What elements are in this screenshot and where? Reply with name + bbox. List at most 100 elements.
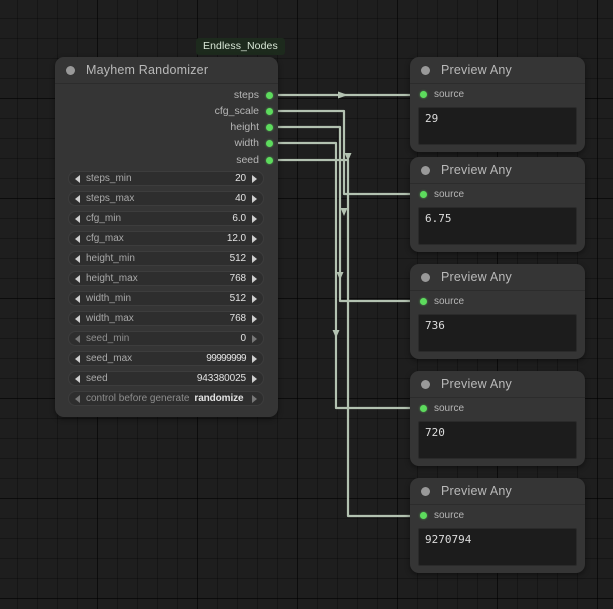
circle-icon[interactable] xyxy=(421,272,430,282)
widget-seed-min[interactable]: seed_min 0 xyxy=(68,331,264,346)
circle-icon[interactable] xyxy=(421,486,430,496)
chevron-right-icon[interactable] xyxy=(252,234,257,243)
widget-value[interactable]: 40 xyxy=(235,193,246,204)
slot-dot-icon[interactable] xyxy=(266,123,273,131)
chevron-left-icon[interactable] xyxy=(75,174,80,183)
node-title: Preview Any xyxy=(441,484,512,498)
node-preview-any-5[interactable]: Preview Any source 9270794 xyxy=(410,478,585,573)
chevron-right-icon[interactable] xyxy=(252,254,257,263)
widget-value[interactable]: 943380025 xyxy=(196,373,246,384)
widget-value[interactable]: 512 xyxy=(229,253,246,264)
slot-dot-icon[interactable] xyxy=(266,156,273,164)
node-preview-any-3[interactable]: Preview Any source 736 xyxy=(410,264,585,359)
preview-text-box[interactable]: 6.75 xyxy=(418,207,577,245)
node-header-preview-any-5[interactable]: Preview Any xyxy=(410,478,585,505)
chevron-right-icon[interactable] xyxy=(252,294,257,303)
widget-cfg-max[interactable]: cfg_max 12.0 xyxy=(68,231,264,246)
node-preview-any-4[interactable]: Preview Any source 720 xyxy=(410,371,585,466)
output-slot-label: cfg_scale xyxy=(214,105,259,117)
widget-label: width_max xyxy=(86,313,134,324)
input-slot-source[interactable]: source xyxy=(420,188,464,200)
output-slot-label: steps xyxy=(233,89,259,101)
chevron-left-icon[interactable] xyxy=(75,214,80,223)
circle-icon[interactable] xyxy=(421,379,430,389)
node-header-preview-any-3[interactable]: Preview Any xyxy=(410,264,585,291)
chevron-left-icon[interactable] xyxy=(75,374,80,383)
node-header-preview-any-4[interactable]: Preview Any xyxy=(410,371,585,398)
slot-dot-icon[interactable] xyxy=(266,107,273,115)
node-header-mayhem-randomizer[interactable]: Mayhem Randomizer xyxy=(55,57,278,84)
widget-value[interactable]: 768 xyxy=(229,313,246,324)
widget-steps-min[interactable]: steps_min 20 xyxy=(68,171,264,186)
slot-dot-icon[interactable] xyxy=(420,297,427,305)
widget-value[interactable]: 20 xyxy=(235,173,246,184)
output-slot-height[interactable]: height xyxy=(55,120,278,134)
widget-height-max[interactable]: height_max 768 xyxy=(68,271,264,286)
chevron-left-icon[interactable] xyxy=(75,194,80,203)
chevron-right-icon[interactable] xyxy=(252,334,257,343)
input-slot-label: source xyxy=(434,188,465,200)
slot-dot-icon[interactable] xyxy=(420,190,427,198)
chevron-left-icon[interactable] xyxy=(75,334,80,343)
widget-value[interactable]: 99999999 xyxy=(206,353,246,364)
slot-dot-icon[interactable] xyxy=(266,139,273,147)
input-slot-source[interactable]: source xyxy=(420,509,464,521)
widget-value[interactable]: 512 xyxy=(229,293,246,304)
preview-text-box[interactable]: 720 xyxy=(418,421,577,459)
chevron-right-icon[interactable] xyxy=(252,394,257,403)
chevron-left-icon[interactable] xyxy=(75,274,80,283)
chevron-right-icon[interactable] xyxy=(252,354,257,363)
widget-value[interactable]: randomize xyxy=(194,393,244,404)
slot-dot-icon[interactable] xyxy=(266,91,273,99)
node-header-preview-any-2[interactable]: Preview Any xyxy=(410,157,585,184)
circle-icon[interactable] xyxy=(66,65,75,75)
node-preview-any-2[interactable]: Preview Any source 6.75 xyxy=(410,157,585,252)
output-slot-cfg-scale[interactable]: cfg_scale xyxy=(55,104,278,118)
input-slot-source[interactable]: source xyxy=(420,402,464,414)
widget-steps-max[interactable]: steps_max 40 xyxy=(68,191,264,206)
chevron-left-icon[interactable] xyxy=(75,294,80,303)
node-header-preview-any-1[interactable]: Preview Any xyxy=(410,57,585,84)
chevron-left-icon[interactable] xyxy=(75,354,80,363)
widget-control-before-generate[interactable]: control before generate randomize xyxy=(68,391,264,406)
circle-icon[interactable] xyxy=(421,65,430,75)
link-cfg-scale xyxy=(274,109,416,196)
widget-width-max[interactable]: width_max 768 xyxy=(68,311,264,326)
preview-text-box[interactable]: 29 xyxy=(418,107,577,145)
slot-dot-icon[interactable] xyxy=(420,511,427,519)
slot-dot-icon[interactable] xyxy=(420,404,427,412)
input-slot-source[interactable]: source xyxy=(420,88,464,100)
output-slot-width[interactable]: width xyxy=(55,136,278,150)
widget-value[interactable]: 12.0 xyxy=(226,233,246,244)
widget-seed[interactable]: seed 943380025 xyxy=(68,371,264,386)
chevron-left-icon[interactable] xyxy=(75,394,80,403)
node-mayhem-randomizer[interactable]: Mayhem Randomizer steps cfg_scale height… xyxy=(55,57,278,417)
preview-text-box[interactable]: 9270794 xyxy=(418,528,577,566)
widget-label: steps_max xyxy=(86,193,135,204)
widget-seed-max[interactable]: seed_max 99999999 xyxy=(68,351,264,366)
input-slot-source[interactable]: source xyxy=(420,295,464,307)
chevron-left-icon[interactable] xyxy=(75,314,80,323)
chevron-right-icon[interactable] xyxy=(252,274,257,283)
widget-cfg-min[interactable]: cfg_min 6.0 xyxy=(68,211,264,226)
widget-value[interactable]: 768 xyxy=(229,273,246,284)
preview-text-box[interactable]: 736 xyxy=(418,314,577,352)
chevron-right-icon[interactable] xyxy=(252,214,257,223)
chevron-left-icon[interactable] xyxy=(75,254,80,263)
output-slot-steps[interactable]: steps xyxy=(55,88,278,102)
node-preview-any-1[interactable]: Preview Any source 29 xyxy=(410,57,585,152)
widget-value[interactable]: 6.0 xyxy=(232,213,246,224)
output-slot-seed[interactable]: seed xyxy=(55,153,278,167)
chevron-right-icon[interactable] xyxy=(252,314,257,323)
widget-height-min[interactable]: height_min 512 xyxy=(68,251,264,266)
input-slot-label: source xyxy=(434,88,465,100)
chevron-right-icon[interactable] xyxy=(252,174,257,183)
chevron-left-icon[interactable] xyxy=(75,234,80,243)
chevron-right-icon[interactable] xyxy=(252,374,257,383)
chevron-right-icon[interactable] xyxy=(252,194,257,203)
circle-icon[interactable] xyxy=(421,165,430,175)
widget-value[interactable]: 0 xyxy=(240,333,247,344)
slot-dot-icon[interactable] xyxy=(420,90,427,98)
widget-width-min[interactable]: width_min 512 xyxy=(68,291,264,306)
